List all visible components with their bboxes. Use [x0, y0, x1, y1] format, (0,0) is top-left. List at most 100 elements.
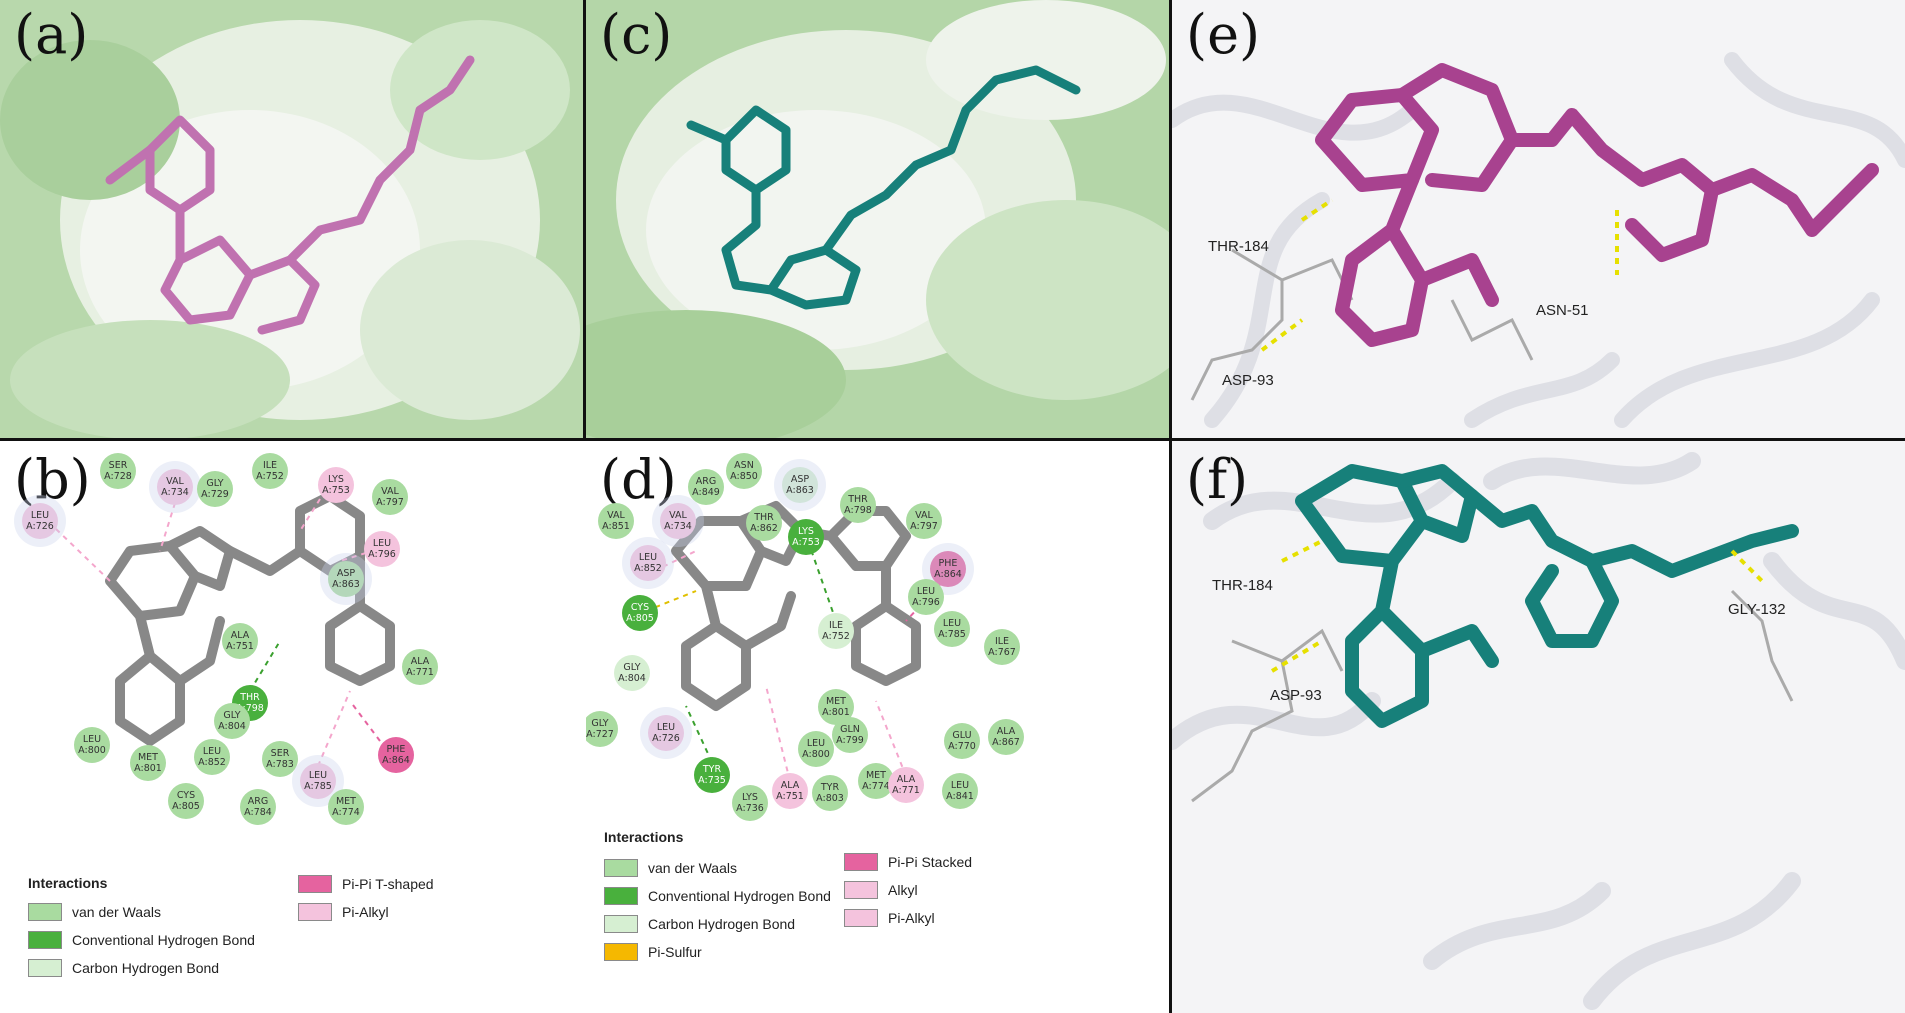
residue-ser-a728: SER A:728 [100, 453, 136, 489]
ligand-2d-b [55, 491, 395, 767]
legend-label: Pi-Sulfur [648, 944, 702, 960]
residue-leu-a841: LEU A:841 [942, 773, 978, 809]
legend-label: Carbon Hydrogen Bond [648, 916, 796, 932]
surface-view-a [0, 0, 583, 438]
residue-leu-a800: LEU A:800 [798, 731, 834, 767]
residue-arg-a784: ARG A:784 [240, 789, 276, 825]
legend-item: Pi-Sulfur [604, 943, 702, 961]
legend-swatch [28, 959, 62, 977]
legend-item: van der Waals [28, 903, 161, 921]
panel-label-e: (e) [1186, 3, 1261, 66]
residue-tyr-a735: TYR A:735 [694, 757, 730, 793]
legend-item: Carbon Hydrogen Bond [28, 959, 219, 977]
residue-leu-a852: LEU A:852 [194, 739, 230, 775]
legend-label: van der Waals [648, 860, 737, 876]
legend-label: Carbon Hydrogen Bond [72, 960, 220, 976]
legend-swatch [604, 887, 638, 905]
panel-label-b: (b) [14, 448, 91, 511]
legend-swatch [604, 943, 638, 961]
surface-view-c [586, 0, 1169, 438]
panel-label-a: (a) [14, 3, 89, 66]
residue-ile-a752: ILE A:752 [252, 453, 288, 489]
residue-leu-a785: LEU A:785 [934, 611, 970, 647]
residue-ile-a752: ILE A:752 [818, 613, 854, 649]
divider-v1 [583, 0, 586, 438]
ligand-e [1315, 63, 1879, 347]
residue-asp-a863: ASP A:863 [320, 553, 372, 605]
hbonds-e [1260, 198, 1619, 352]
legend-item: Pi-Alkyl [844, 909, 935, 927]
residue-leu-a726: LEU A:726 [14, 495, 66, 547]
ligand-c [686, 65, 1081, 310]
divider-h [0, 438, 1905, 441]
panel-e: (e) THR-184 ASP-93 ASN-51 [1172, 0, 1905, 438]
residue-gln-a799: GLN A:799 [832, 717, 868, 753]
label-asp-93-e: ASP-93 [1222, 372, 1274, 389]
residue-ala-a751: ALA A:751 [772, 773, 808, 809]
legend-label: Conventional Hydrogen Bond [648, 888, 831, 904]
panel-a: (a) [0, 0, 583, 438]
label-thr-184-f: THR-184 [1212, 577, 1273, 594]
divider-v2 [1169, 0, 1172, 1013]
residue-met-a774: MET A:774 [328, 789, 364, 825]
label-thr-184-e: THR-184 [1208, 238, 1269, 255]
legend-item: Conventional Hydrogen Bond [28, 931, 255, 949]
residue-met-a774: MET A:774 [858, 763, 894, 799]
legend-swatch [298, 903, 332, 921]
legend-item: van der Waals [604, 859, 737, 877]
ligand-f [1295, 464, 1799, 728]
residue-val-a797: VAL A:797 [372, 479, 408, 515]
legend-swatch [844, 853, 878, 871]
legend-label: Conventional Hydrogen Bond [72, 932, 255, 948]
legend-label: Pi-Alkyl [342, 904, 389, 920]
legend-swatch [298, 875, 332, 893]
residue-arg-a849: ARG A:849 [688, 469, 724, 505]
legend-item: Pi-Pi T-shaped [298, 875, 434, 893]
residue-asn-a850: ASN A:850 [726, 453, 762, 489]
hbonds-f [1270, 539, 1764, 673]
residue-cys-a805: CYS A:805 [622, 595, 658, 631]
panel-label-c: (c) [600, 3, 673, 66]
residue-gly-a729: GLY A:729 [197, 471, 233, 507]
residue-gly-a804: GLY A:804 [214, 703, 250, 739]
legend-swatch [604, 915, 638, 933]
residue-gly-a727: GLY A:727 [586, 711, 618, 747]
legend-swatch [844, 909, 878, 927]
residue-leu-a785: LEU A:785 [292, 755, 344, 807]
legend-label: Alkyl [888, 882, 918, 898]
residue-ser-a783: SER A:783 [262, 741, 298, 777]
residue-val-a734: VAL A:734 [652, 495, 704, 547]
legend-swatch [28, 931, 62, 949]
residue-phe-a864: PHE A:864 [378, 737, 414, 773]
label-asp-93-f: ASP-93 [1270, 687, 1322, 704]
legend-swatch [604, 859, 638, 877]
residue-thr-a798: THR A:798 [840, 487, 876, 523]
cartoon-view-e [1172, 0, 1905, 438]
residue-lys-a736: LYS A:736 [732, 785, 768, 821]
residue-ala-a751: ALA A:751 [222, 623, 258, 659]
legend-item: Carbon Hydrogen Bond [604, 915, 795, 933]
label-gly-132-f: GLY-132 [1728, 601, 1786, 618]
legend-label: van der Waals [72, 904, 161, 920]
residue-sticks-f [1191, 589, 1794, 803]
legend-label: Pi-Alkyl [888, 910, 935, 926]
cartoon-view-f [1172, 441, 1905, 1013]
residue-ile-a767: ILE A:767 [984, 629, 1020, 665]
panel-c: (c) [586, 0, 1169, 438]
residue-cys-a805: CYS A:805 [168, 783, 204, 819]
residue-ala-a771: ALA A:771 [402, 649, 438, 685]
legend-swatch [844, 881, 878, 899]
ligand-a [105, 55, 475, 335]
residue-tyr-a803: TYR A:803 [812, 775, 848, 811]
residue-gly-a804: GLY A:804 [614, 655, 650, 691]
label-asn-51-e: ASN-51 [1536, 302, 1589, 319]
residue-glu-a770: GLU A:770 [944, 723, 980, 759]
residue-lys-a753: LYS A:753 [788, 519, 824, 555]
residue-asp-a863: ASP A:863 [774, 459, 826, 511]
legend-item: Alkyl [844, 881, 918, 899]
